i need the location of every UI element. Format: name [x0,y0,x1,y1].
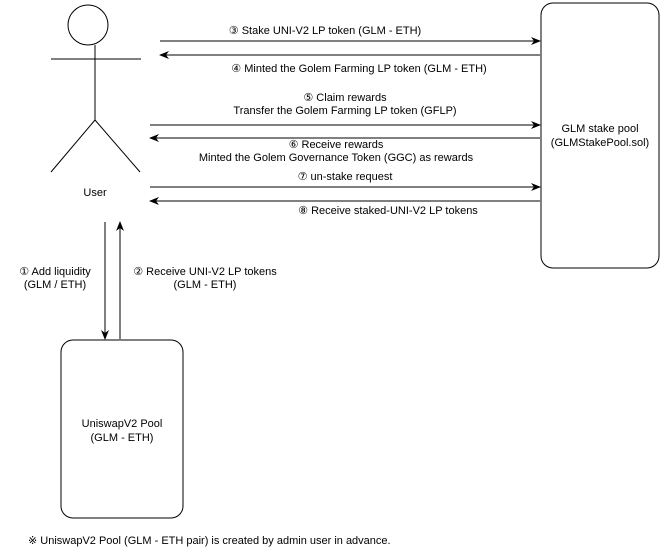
message-5-line1: ⑤ Claim rewards [303,92,387,104]
stake-pool-subtitle: (GLMStakePool.sol) [550,137,650,149]
message-3-label: ③ Stake UNI-V2 LP token (GLM - ETH) [228,25,422,37]
message-6-label: ⑥ Receive rewards Minted the Golem Gover… [199,139,473,165]
stake-pool-title: GLM stake pool [561,123,639,135]
user-head [67,4,109,46]
stake-pool-box [540,2,660,269]
uniswap-pool-box [60,339,184,519]
uniswap-pool-subtitle: (GLM - ETH) [90,432,154,444]
user-label: User [83,187,107,199]
message-2-line2: (GLM - ETH) [173,279,237,291]
message-1-line2: (GLM / ETH) [23,279,87,291]
uniswap-pool-label: UniswapV2 Pool (GLM - ETH) [82,417,163,445]
message-5-line2: Transfer the Golem Farming LP token (GFL… [233,105,457,117]
message-1-label: ① Add liquidity (GLM / ETH) [19,266,91,292]
message-8-label: ⑧ Receive staked-UNI-V2 LP tokens [298,205,478,217]
stake-pool-label: GLM stake pool (GLMStakePool.sol) [551,122,649,150]
message-1-line1: ① Add liquidity [19,266,91,278]
user-left-leg [50,119,96,173]
message-5-label: ⑤ Claim rewards Transfer the Golem Farmi… [233,92,456,118]
message-4-label: ④ Minted the Golem Farming LP token (GLM… [231,63,487,75]
message-6-line1: ⑥ Receive rewards [288,139,384,151]
message-6-line2: Minted the Golem Governance Token (GGC) … [198,152,474,164]
message-2-line1: ② Receive UNI-V2 LP tokens [133,266,277,278]
message-2-label: ② Receive UNI-V2 LP tokens (GLM - ETH) [133,266,277,292]
uniswap-pool-title: UniswapV2 Pool [81,418,163,430]
message-7-label: ⑦ un-stake request [297,171,393,183]
user-actor [50,4,141,173]
footnote: ※ UniswapV2 Pool (GLM - ETH pair) is cre… [28,535,391,547]
user-right-leg [94,119,141,173]
